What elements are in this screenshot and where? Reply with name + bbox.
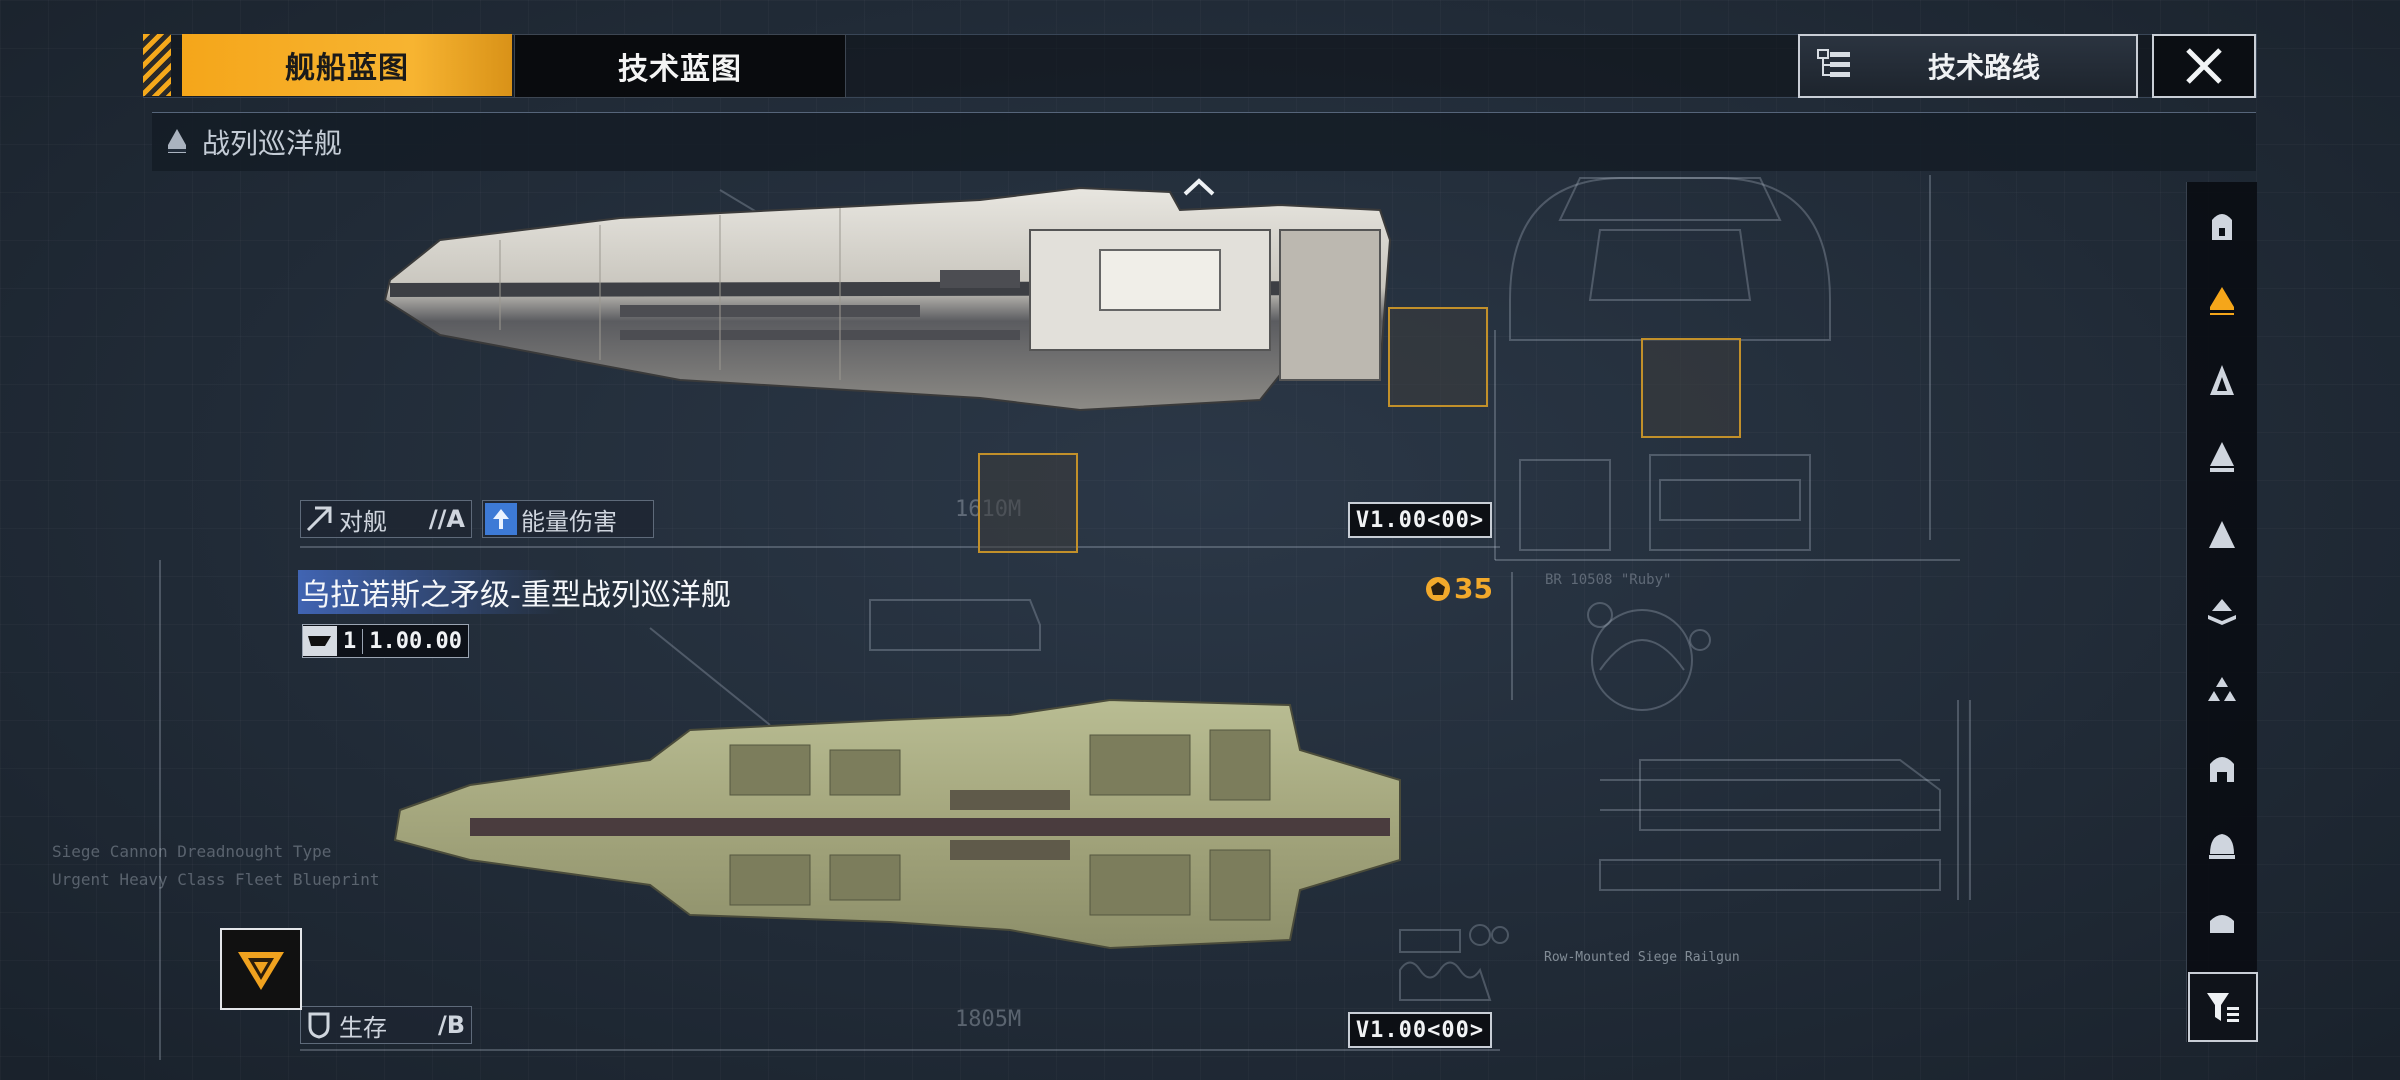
sidebar-item-battlecruiser[interactable]: [2187, 267, 2257, 337]
sidebar-item-destroyer[interactable]: [2187, 345, 2257, 415]
sidebar-item-corvette[interactable]: [2187, 655, 2257, 725]
cruiser-class-icon: [168, 129, 186, 153]
left-caption-1: Siege Cannon Dreadnought Type: [52, 842, 332, 861]
ship-class-sidebar: [2186, 182, 2257, 1042]
upper-version: V1.00<00>: [1348, 502, 1492, 538]
filter-button[interactable]: [2188, 972, 2258, 1042]
accent-stripe: [143, 34, 171, 96]
anti-ship-tag: 对舰 //A: [300, 500, 472, 538]
upper-ship-hull: [383, 186, 1392, 412]
shield-icon: [303, 1009, 335, 1041]
battleship-icon: [2209, 521, 2235, 548]
close-button[interactable]: [2152, 34, 2256, 98]
carrier-icon: [2208, 599, 2236, 625]
faction-emblem-button[interactable]: [220, 928, 302, 1010]
tab-tech-blueprint[interactable]: 技术蓝图: [514, 34, 846, 98]
command-cost: 35: [1424, 572, 1493, 605]
sidebar-item-dreadnought[interactable]: [2187, 810, 2257, 880]
frigate-icon: [2212, 214, 2232, 240]
role-grade: //A: [428, 505, 465, 533]
anti-ship-icon: [303, 503, 335, 535]
sidebar-item-station[interactable]: [2187, 887, 2257, 957]
ship-class-label: 战列巡洋舰: [202, 127, 343, 160]
station-icon: [2210, 915, 2234, 933]
model-index: 1: [337, 628, 364, 654]
corvette-icon: [2208, 677, 2236, 701]
cruiser-icon: [2210, 442, 2234, 472]
destroyer-icon: [2210, 365, 2234, 395]
lower-ship-hull: [393, 698, 1401, 950]
battlecruiser-icon: [2210, 287, 2234, 315]
sidebar-item-battleship[interactable]: [2187, 500, 2257, 570]
faction-emblem-icon: [238, 952, 284, 990]
sidebar-item-frigate[interactable]: [2187, 190, 2257, 260]
survival-grade: /B: [437, 1011, 465, 1039]
dreadnought-icon: [2209, 834, 2235, 859]
sidebar-item-carrier[interactable]: [2187, 577, 2257, 647]
damage-type-label: 能量伤害: [521, 507, 617, 536]
module-slot[interactable]: [978, 453, 1078, 553]
ship-class-header: 战列巡洋舰: [152, 112, 2256, 171]
survival-label: 生存: [339, 1013, 387, 1042]
ship-name: 乌拉诺斯之矛级-重型战列巡洋舰: [298, 570, 737, 614]
cost-value: 35: [1454, 572, 1493, 605]
role-label: 对舰: [339, 507, 387, 536]
close-icon: [2186, 48, 2222, 84]
tab-ship-blueprint[interactable]: 舰船蓝图: [182, 34, 512, 96]
manufacturer-icon: [303, 626, 337, 656]
sidebar-item-cruiser[interactable]: [2187, 422, 2257, 492]
model-tag: 1 1.00.00: [302, 624, 469, 658]
module-slot[interactable]: [1388, 307, 1488, 407]
survival-tag: 生存 /B: [300, 1006, 472, 1044]
tech-tree-icon: [1817, 49, 1850, 77]
damage-type-tag: 能量伤害: [482, 500, 654, 538]
left-caption-2: Urgent Heavy Class Fleet Blueprint: [52, 870, 380, 889]
auxiliary-icon: [2210, 757, 2234, 782]
command-point-icon: [1426, 576, 1450, 601]
tech-route-label: 技术路线: [1928, 51, 2041, 84]
module-slot[interactable]: [1641, 338, 1741, 438]
lower-length-label: 1805M: [955, 1007, 1022, 1032]
filter-icon: [2207, 993, 2239, 1022]
tech-route-button[interactable]: 技术路线: [1798, 34, 2138, 98]
chevron-up-icon[interactable]: [1182, 176, 1216, 198]
energy-damage-icon: [485, 503, 517, 535]
sidebar-item-auxiliary[interactable]: [2187, 732, 2257, 802]
model-version: 1.00.00: [369, 628, 462, 654]
lower-version: V1.00<00>: [1348, 1012, 1492, 1048]
diagram-tag: BR 10508 "Ruby": [1545, 572, 1672, 588]
weapon-caption: Row-Mounted Siege Railgun: [1544, 950, 1740, 965]
